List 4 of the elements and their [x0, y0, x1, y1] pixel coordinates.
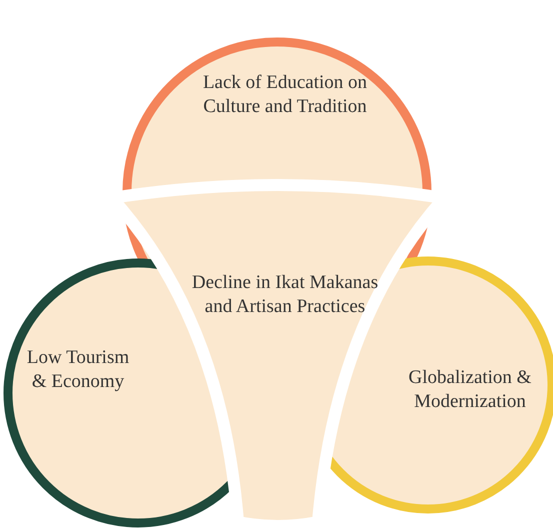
node-label: Lack of Education on Culture and Tradition [202, 71, 368, 119]
node-label: Globalization & Modernization [408, 366, 532, 414]
node-label: Low Tourism & Economy [26, 346, 130, 394]
node-label: Decline in Ikat Makanas and Artisan Practices [190, 271, 380, 319]
